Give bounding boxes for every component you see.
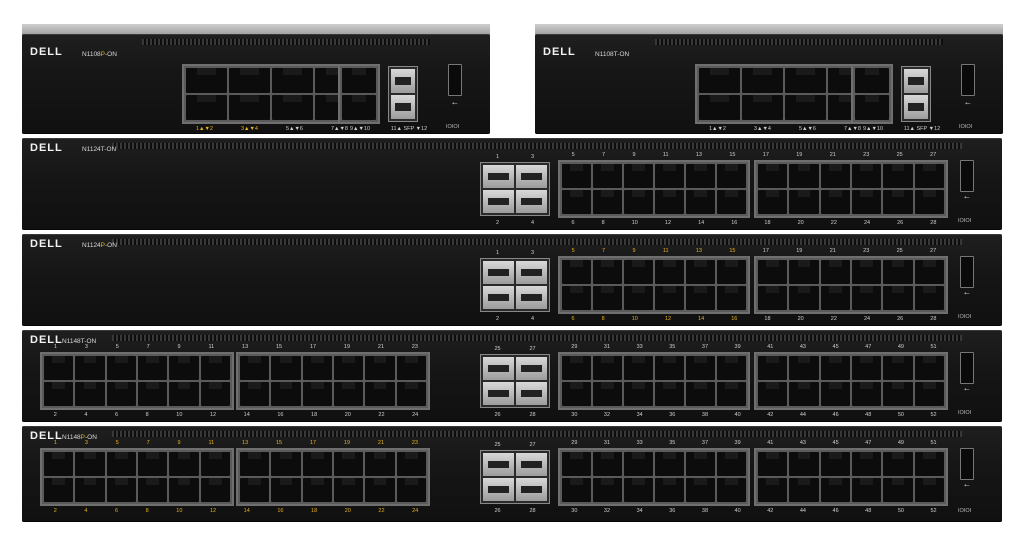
ioioi-label: IOIOI <box>958 314 972 320</box>
model-label: N1108T-ON <box>595 51 630 58</box>
rj45-port-block <box>40 448 234 506</box>
vent <box>112 239 962 245</box>
ioioi-label: IOIOI <box>446 124 460 130</box>
dell-logo: DELL <box>543 46 576 58</box>
console-port <box>960 160 974 192</box>
rj45-port-block <box>40 352 234 410</box>
unit-lid <box>22 24 490 36</box>
rj45-port-block <box>754 352 948 410</box>
model-label: N1108P-ON <box>82 51 117 58</box>
model-label: N1148T-ON <box>62 338 97 345</box>
console-port <box>960 256 974 288</box>
vent <box>112 143 962 149</box>
console-port <box>448 64 462 96</box>
sfp-port-block <box>901 66 931 122</box>
vent <box>655 39 943 45</box>
console-port <box>960 352 974 384</box>
dell-logo: DELL <box>30 430 63 442</box>
rj45-port-block <box>754 160 948 218</box>
rj45-port-block <box>558 448 750 506</box>
rj45-port-block <box>695 64 873 124</box>
usb-icon: ⭠ <box>452 100 458 107</box>
rj45-port-block <box>558 352 750 410</box>
sfp-port-block <box>480 162 550 216</box>
sfp-port-block <box>480 354 550 408</box>
usb-icon: ⭠ <box>964 194 970 201</box>
vent <box>142 39 430 45</box>
sfp-port-block <box>480 450 550 504</box>
sfp-numbers: 11▲ SFP ▼12 <box>390 126 428 132</box>
port-numbers-side: 9▲▼10 <box>349 126 371 132</box>
rj45-port-block <box>182 64 360 124</box>
port-numbers-side: 9▲▼10 <box>862 126 884 132</box>
ioioi-label: IOIOI <box>958 410 972 416</box>
vent <box>112 431 962 437</box>
rj45-port-block-side <box>851 64 893 124</box>
rj45-port-block <box>236 448 430 506</box>
console-port <box>961 64 975 96</box>
sfp-numbers: 11▲ SFP ▼12 <box>903 126 941 132</box>
usb-icon: ⭠ <box>964 482 970 489</box>
vent <box>112 335 962 341</box>
rj45-port-block <box>754 256 948 314</box>
sfp-port-block <box>480 258 550 312</box>
rj45-port-block <box>558 256 750 314</box>
sfp-port-block <box>388 66 418 122</box>
dell-logo: DELL <box>30 334 63 346</box>
usb-icon: ⭠ <box>964 386 970 393</box>
dell-logo: DELL <box>30 142 63 154</box>
usb-icon: ⭠ <box>964 290 970 297</box>
dell-logo: DELL <box>30 46 63 58</box>
ioioi-label: IOIOI <box>958 218 972 224</box>
unit-lid <box>535 24 1003 36</box>
dell-logo: DELL <box>30 238 63 250</box>
ioioi-label: IOIOI <box>958 508 972 514</box>
model-label: N1124P-ON <box>82 242 117 249</box>
ioioi-label: IOIOI <box>959 124 973 130</box>
rj45-port-block-side <box>338 64 380 124</box>
usb-icon: ⭠ <box>965 100 971 107</box>
rj45-port-block <box>236 352 430 410</box>
rj45-port-block <box>754 448 948 506</box>
console-port <box>960 448 974 480</box>
model-label: N1148P-ON <box>62 434 97 441</box>
model-label: N1124T-ON <box>82 146 117 153</box>
rj45-port-block <box>558 160 750 218</box>
